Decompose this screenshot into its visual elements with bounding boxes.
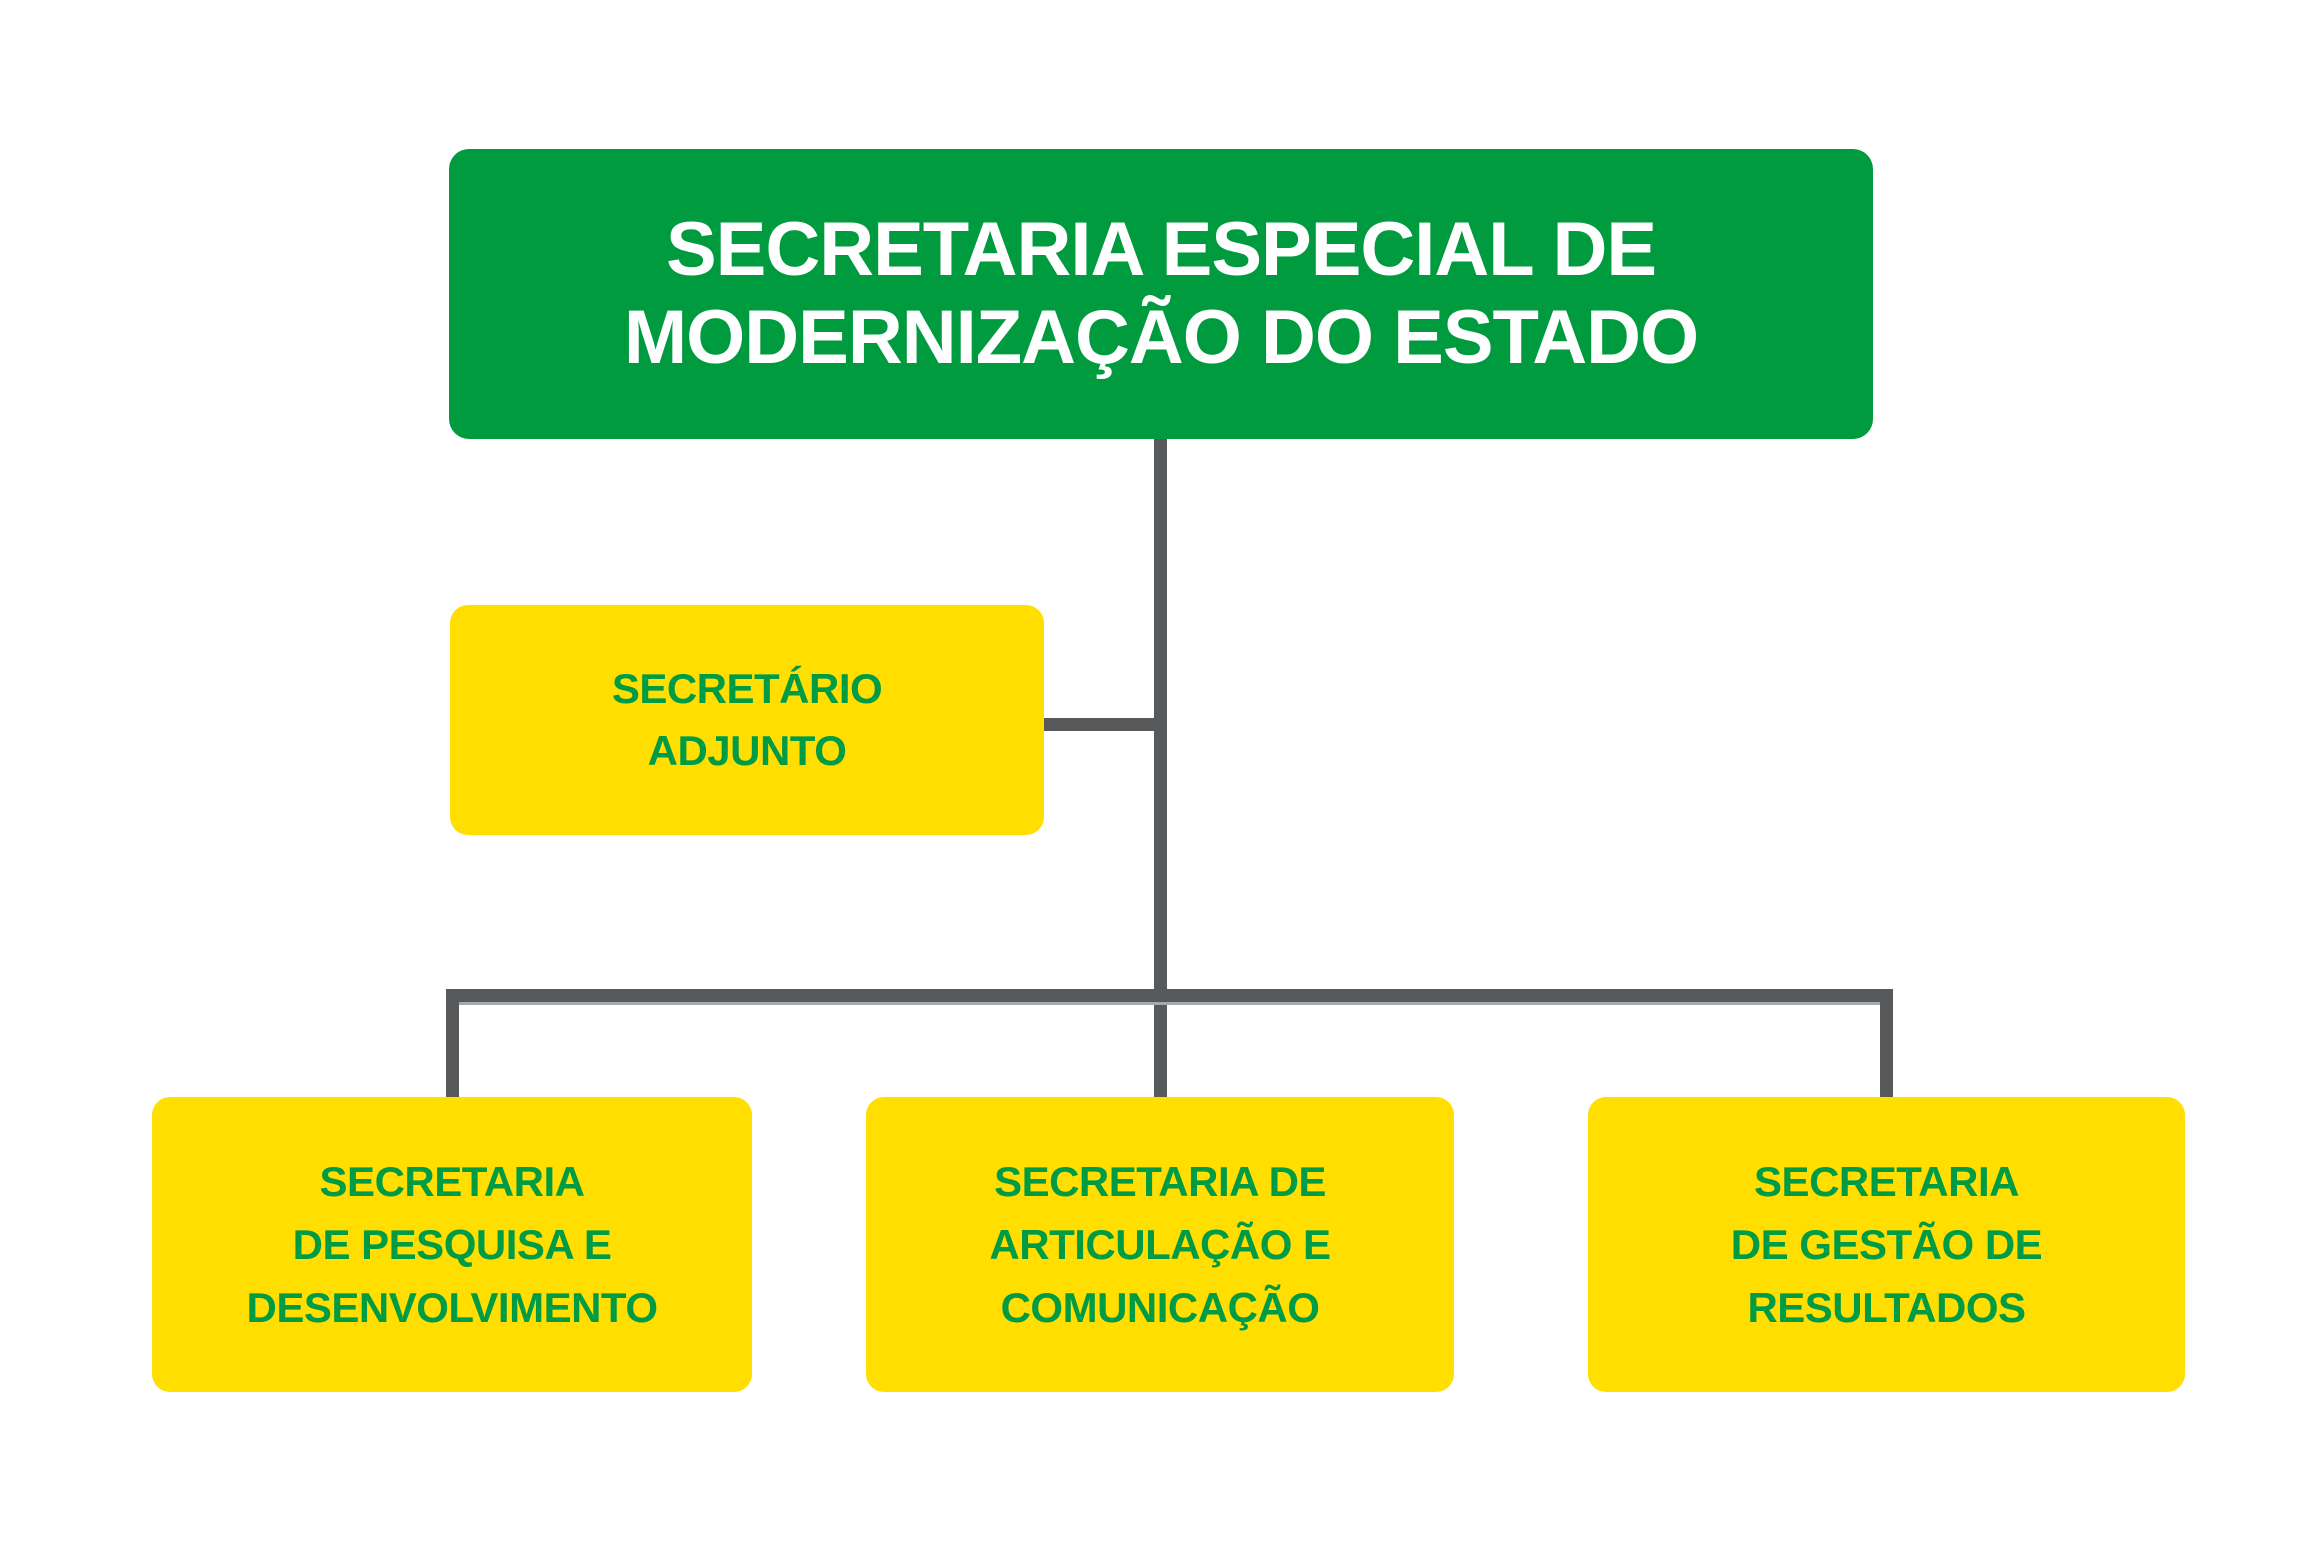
department-box-label-line: SECRETARIA: [1754, 1158, 2019, 1205]
department-box-label-line: SECRETARIA DE: [994, 1158, 1326, 1205]
connector-echo-line: [459, 1002, 1880, 1005]
adjunct-box-secretario-adjunto: SECRETÁRIO ADJUNTO: [450, 605, 1044, 835]
adjunct-box-label-line: SECRETÁRIO: [611, 665, 883, 712]
department-box-pesquisa-desenvolvimento: SECRETARIA DE PESQUISA E DESENVOLVIMENTO: [152, 1097, 752, 1392]
connector-adjunct-horizontal: [1040, 718, 1161, 731]
department-box-gestao-resultados: SECRETARIA DE GESTÃO DE RESULTADOS: [1588, 1097, 2185, 1392]
connector-children-bar: [446, 989, 1893, 1002]
root-box-label-line: SECRETARIA ESPECIAL DE: [665, 207, 1657, 292]
department-box-label-line: RESULTADOS: [1747, 1284, 2026, 1331]
root-box-label-line: MODERNIZAÇÃO DO ESTADO: [623, 295, 1699, 380]
department-box-label-line: DESENVOLVIMENTO: [246, 1284, 658, 1331]
department-box-label-line: COMUNICAÇÃO: [1000, 1284, 1320, 1331]
department-box-label-line: DE PESQUISA E: [292, 1221, 612, 1268]
department-box-label-line: ARTICULAÇÃO E: [989, 1221, 1331, 1268]
root-box-secretaria-especial: SECRETARIA ESPECIAL DE MODERNIZAÇÃO DO E…: [449, 149, 1873, 439]
connector-child-left-vertical: [446, 989, 459, 1098]
department-box-articulacao-comunicacao: SECRETARIA DE ARTICULAÇÃO E COMUNICAÇÃO: [866, 1097, 1454, 1392]
connector-root-vertical: [1154, 438, 1167, 1098]
department-box-label-line: SECRETARIA: [319, 1158, 585, 1205]
department-box-label-line: DE GESTÃO DE: [1730, 1221, 2043, 1268]
adjunct-box-label-line: ADJUNTO: [647, 727, 847, 774]
connector-child-right-vertical: [1880, 989, 1893, 1098]
